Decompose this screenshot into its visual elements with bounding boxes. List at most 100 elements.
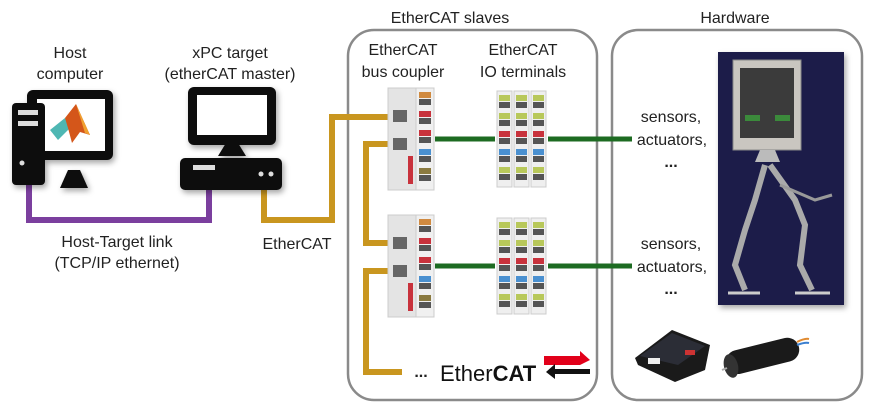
io-contact bbox=[499, 229, 510, 235]
io-contact bbox=[533, 138, 544, 144]
motor-driver-photo bbox=[635, 330, 710, 382]
hardware-title: Hardware bbox=[700, 10, 769, 27]
io-contact bbox=[516, 265, 527, 271]
ethernet-port-out bbox=[393, 138, 407, 150]
io-title-1: EtherCAT bbox=[488, 42, 557, 59]
terminal-contact bbox=[419, 226, 431, 232]
io-contact bbox=[516, 156, 527, 162]
io-contact bbox=[533, 265, 544, 271]
terminal-color-tab bbox=[419, 257, 431, 263]
io-contact bbox=[516, 301, 527, 307]
host-target-link-cable bbox=[26, 185, 212, 223]
ethernet-port-in bbox=[393, 110, 407, 122]
logo-black-arrow bbox=[546, 364, 590, 379]
io-contact bbox=[516, 283, 527, 289]
terminal-contact bbox=[419, 283, 431, 289]
hardware-box bbox=[610, 28, 864, 402]
biped-robot-photo bbox=[718, 52, 844, 305]
io-contact bbox=[533, 247, 544, 253]
io-color-tab bbox=[533, 149, 544, 155]
ethercat-link-label: EtherCAT bbox=[262, 236, 331, 253]
terminal-color-tab bbox=[419, 219, 431, 225]
hardware-label-1-line3: ... bbox=[664, 154, 677, 171]
coupler-title-2: bus coupler bbox=[362, 64, 445, 81]
io-contact bbox=[499, 301, 510, 307]
io-color-tab bbox=[499, 276, 510, 282]
matlab-logo-icon bbox=[50, 104, 90, 143]
io-contact bbox=[533, 120, 544, 126]
hardware-label-2-line1: sensors, bbox=[641, 236, 701, 253]
io-contact bbox=[533, 301, 544, 307]
io-color-tab bbox=[516, 222, 527, 228]
ethercat-logo: EtherCAT bbox=[440, 351, 590, 386]
ethernet-port-in bbox=[393, 237, 407, 249]
io-contact bbox=[533, 174, 544, 180]
io-title-2: IO terminals bbox=[480, 64, 566, 81]
hardware-label-2-line3: ... bbox=[664, 281, 677, 298]
host-title-1: Host bbox=[54, 45, 87, 62]
hardware-label-1-line1: sensors, bbox=[641, 109, 701, 126]
io-color-tab bbox=[499, 240, 510, 246]
host-target-link-label-2: (TCP/IP ethernet) bbox=[54, 255, 179, 272]
io-contact bbox=[516, 229, 527, 235]
io-color-tab bbox=[516, 258, 527, 264]
ethercat-slaves-box bbox=[346, 28, 599, 402]
io-contact bbox=[499, 265, 510, 271]
ethercat-cable-master bbox=[261, 114, 400, 223]
io-color-tab bbox=[499, 258, 510, 264]
ethercat-logo-text: EtherCAT bbox=[440, 361, 537, 386]
ethernet-port-out bbox=[393, 265, 407, 277]
io-color-tab bbox=[533, 222, 544, 228]
terminal-contact bbox=[419, 137, 431, 143]
io-terminals-1 bbox=[496, 90, 547, 188]
terminal-color-tab bbox=[419, 238, 431, 244]
terminal-color-tab bbox=[419, 92, 431, 98]
terminal-color-tab bbox=[419, 130, 431, 136]
io-color-tab bbox=[516, 149, 527, 155]
io-color-tab bbox=[533, 294, 544, 300]
coupler-title-1: EtherCAT bbox=[368, 42, 437, 59]
terminal-contact bbox=[419, 245, 431, 251]
bus-coupler-2 bbox=[387, 214, 435, 318]
terminal-contact bbox=[419, 264, 431, 270]
slaves-title: EtherCAT slaves bbox=[391, 10, 510, 27]
io-color-tab bbox=[516, 95, 527, 101]
xpc-title-2: (etherCAT master) bbox=[165, 66, 296, 83]
io-color-tab bbox=[533, 258, 544, 264]
io-color-tab bbox=[516, 294, 527, 300]
xpc-target-icon bbox=[180, 87, 282, 190]
io-color-tab bbox=[516, 240, 527, 246]
ethercat-cable-coupler-2-next bbox=[363, 268, 402, 375]
io-contact bbox=[533, 102, 544, 108]
terminal-color-tab bbox=[419, 276, 431, 282]
beckhoff-label bbox=[408, 156, 413, 184]
host-title-2: computer bbox=[37, 66, 104, 83]
terminal-contact bbox=[419, 175, 431, 181]
terminal-contact bbox=[419, 118, 431, 124]
io-contact bbox=[499, 247, 510, 253]
io-contact bbox=[533, 283, 544, 289]
io-color-tab bbox=[533, 167, 544, 173]
chain-continuation: ... bbox=[414, 364, 427, 381]
io-color-tab bbox=[516, 167, 527, 173]
io-color-tab bbox=[533, 95, 544, 101]
xpc-title-1: xPC target bbox=[192, 45, 268, 62]
terminal-contact bbox=[419, 302, 431, 308]
io-contact bbox=[516, 102, 527, 108]
io-contact bbox=[533, 156, 544, 162]
motor-photo bbox=[721, 337, 810, 378]
terminal-contact bbox=[419, 99, 431, 105]
beckhoff-label bbox=[408, 283, 413, 311]
io-terminals-2 bbox=[496, 217, 547, 315]
io-color-tab bbox=[533, 131, 544, 137]
io-contact bbox=[533, 229, 544, 235]
logo-red-arrow bbox=[544, 351, 590, 365]
io-color-tab bbox=[533, 240, 544, 246]
terminal-contact bbox=[419, 156, 431, 162]
io-contact bbox=[499, 156, 510, 162]
io-color-tab bbox=[499, 222, 510, 228]
hardware-label-2-line2: actuators, bbox=[637, 259, 707, 276]
io-color-tab bbox=[499, 149, 510, 155]
io-contact bbox=[499, 102, 510, 108]
